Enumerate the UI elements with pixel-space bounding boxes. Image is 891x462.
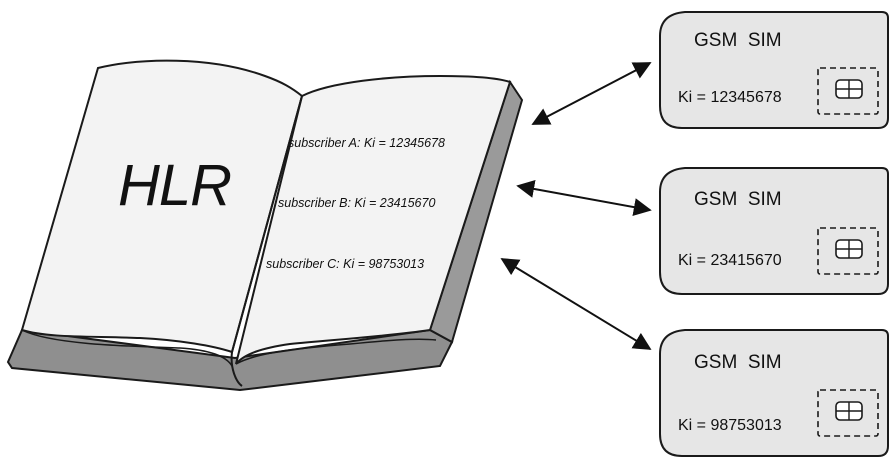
arrow-book-to-sim-2 [516,180,652,216]
sim-ki-value: Ki = 12345678 [678,89,782,106]
sim-ki-value: Ki = 23415670 [678,252,782,269]
sim-card-1: GSM SIM Ki = 12345678 [659,11,889,129]
sim-card-3: GSM SIM Ki = 98753013 [659,329,889,457]
sim-title: GSM SIM [694,352,782,373]
hlr-title: HLR [118,153,231,218]
sim-card-body [659,167,889,295]
sim-chip-icon [835,79,863,99]
sim-chip-area [817,389,879,437]
sim-chip-area [817,67,879,115]
sim-card-2: GSM SIM Ki = 23415670 [659,167,889,295]
sim-chip-icon [835,239,863,259]
sim-card-body [659,329,889,457]
subscriber-b-entry: subscriber B: Ki = 23415670 [278,196,435,210]
arrow-book-to-sim-3 [500,258,652,350]
sim-title: GSM SIM [694,189,782,210]
book-binding [230,95,303,387]
sim-title: GSM SIM [694,30,782,51]
sim-chip-icon [835,401,863,421]
subscriber-c-entry: subscriber C: Ki = 98753013 [266,257,424,271]
subscriber-a-entry: subscriber A: Ki = 12345678 [288,136,445,150]
arrow-book-to-sim-1 [531,62,652,125]
book-right-page [235,74,512,365]
book-left-page-edge [21,329,233,367]
hlr-book: HLR subscriber A: Ki = 12345678 subscrib… [6,59,524,392]
sim-chip-area [817,227,879,275]
sim-ki-value: Ki = 98753013 [678,417,782,434]
book-right-page-edge [235,338,437,365]
sim-card-body [659,11,889,129]
